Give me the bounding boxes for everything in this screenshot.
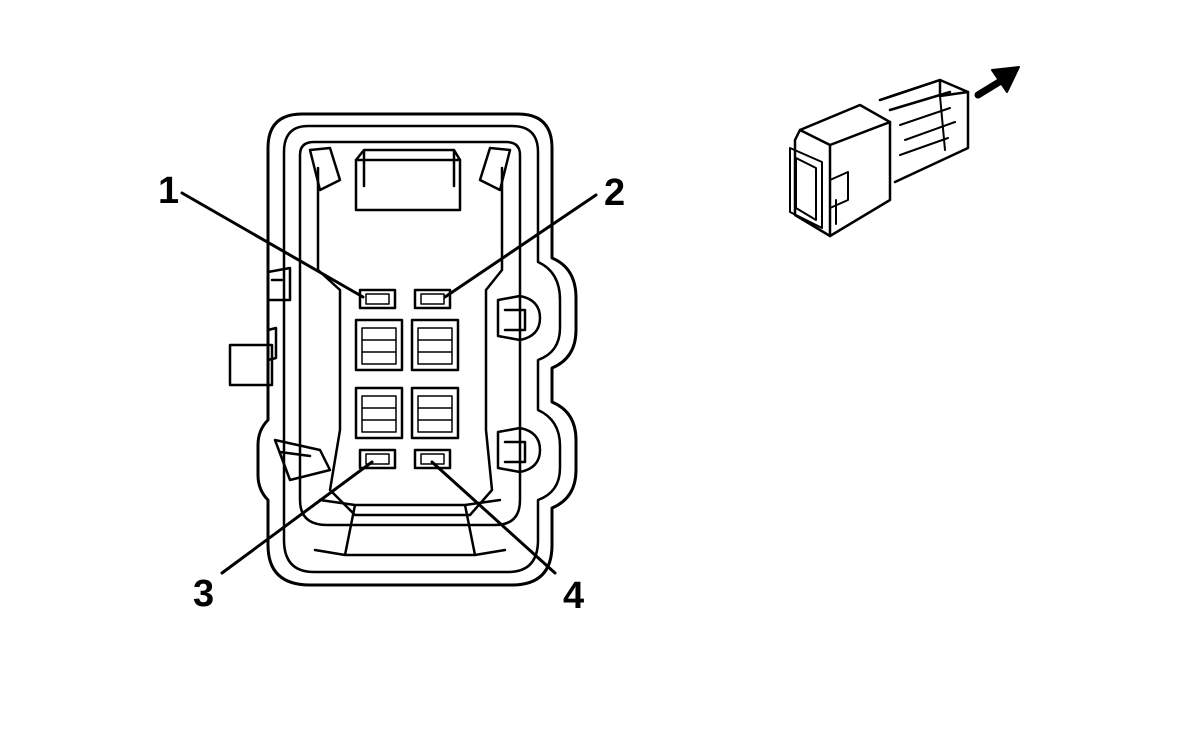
pin-label-3: 3 (193, 573, 214, 615)
left-clip-upper (266, 266, 292, 302)
pin-1-cavity (358, 288, 397, 310)
cavity-wall (298, 140, 522, 527)
terminal-slot-ll (354, 386, 404, 440)
leader-line-3 (220, 460, 374, 575)
pin-2-cavity (413, 288, 452, 310)
connector-isometric-view (789, 78, 970, 238)
right-guide-upper (496, 294, 542, 342)
connector-rear-top (878, 78, 970, 112)
left-clip-lower (266, 326, 278, 362)
leader-line-2 (443, 193, 598, 299)
cavity-floor (316, 166, 504, 517)
right-guide-lower (496, 426, 542, 474)
pin-4-cavity (413, 448, 452, 470)
terminal-slot-ur (410, 318, 460, 372)
pin-3-cavity (358, 448, 397, 470)
corner-guide-right (478, 146, 512, 192)
housing-inner (282, 124, 562, 574)
corner-guide-left (308, 146, 342, 192)
housing-outer (256, 112, 578, 587)
pin-3-cavity-inner (365, 453, 390, 465)
leader-lines (180, 191, 598, 575)
connector-front-latch (829, 171, 849, 225)
connector-front-face (789, 147, 823, 229)
connector-face-view (228, 112, 578, 587)
arrow-up-right-icon (974, 66, 1020, 99)
pin-label-2: 2 (604, 172, 625, 214)
top-latch-tab (354, 148, 462, 188)
top-latch (354, 158, 462, 212)
pin-label-4: 4 (563, 575, 584, 617)
pin-label-1: 1 (158, 170, 179, 212)
leader-line-1 (180, 191, 365, 299)
connector-front-body (793, 103, 892, 238)
pin-1-cavity-inner (365, 293, 390, 305)
terminal-slot-ul (354, 318, 404, 372)
left-latch (273, 438, 332, 482)
leader-line-4 (430, 460, 557, 575)
bottom-chamfer (313, 498, 507, 557)
connector-front-edges (798, 120, 892, 238)
terminal-slot-lr (410, 386, 460, 440)
pin-2-cavity-inner (420, 293, 445, 305)
left-tab (228, 343, 274, 387)
connector-rear-slots (899, 95, 956, 156)
